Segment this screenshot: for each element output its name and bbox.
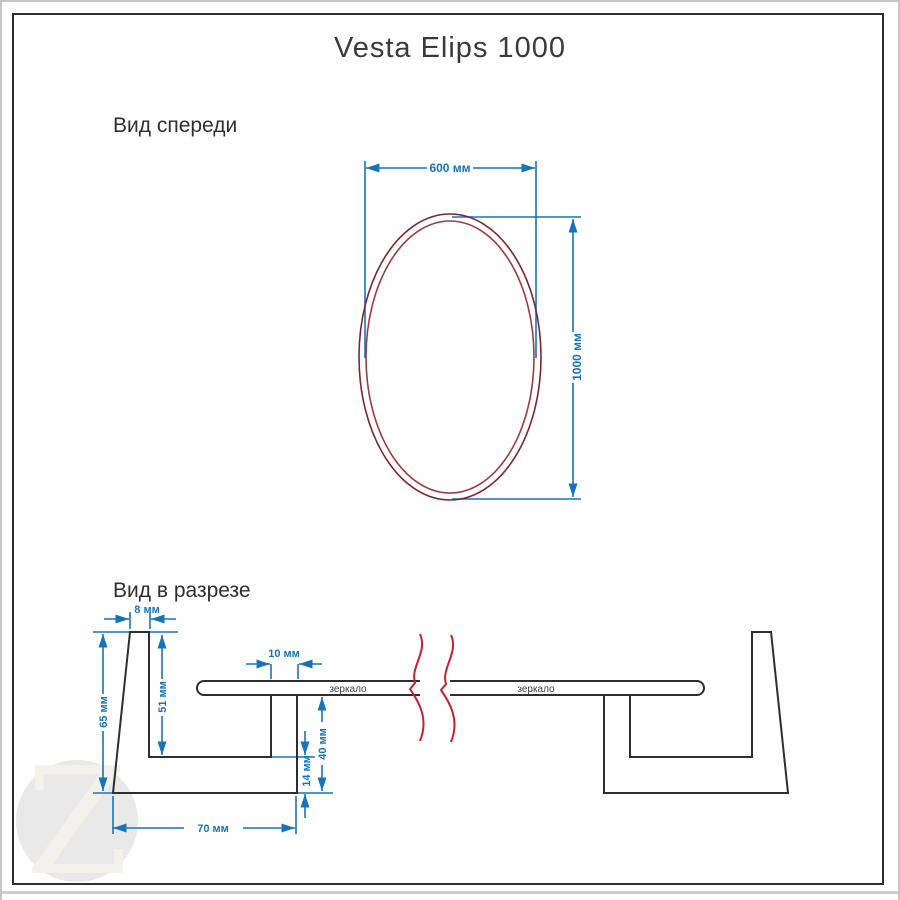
- dim-lip-10: 10 мм: [246, 648, 322, 679]
- dim-text-bottom-thickness: 14 мм: [301, 755, 313, 787]
- dim-wall-65: 65 мм: [93, 634, 112, 794]
- mirror-glass-section: [196, 680, 705, 696]
- dim-text-bottom-width: 70 мм: [197, 823, 229, 835]
- break-marks: [408, 633, 456, 743]
- dim-text-inner-depth: 51 мм: [157, 681, 169, 713]
- break-line-left: [408, 633, 425, 742]
- dim-text-mirror-height: 40 мм: [317, 728, 329, 760]
- product-title: Vesta Elips 1000: [334, 32, 566, 64]
- dim-mirror-40: 40 мм: [298, 697, 333, 794]
- dim-height-1000: 1000 мм: [452, 216, 584, 500]
- dim-text-lip-width: 10 мм: [268, 648, 300, 660]
- dim-bottom-70: 70 мм: [112, 796, 297, 835]
- mirror-label-right: зеркало: [517, 684, 555, 695]
- dim-text-width: 600 мм: [429, 161, 470, 175]
- section-view-drawing: зеркало зеркало: [111, 631, 790, 794]
- dim-inner-51: 51 мм: [157, 635, 169, 755]
- front-view-drawing: [358, 213, 542, 501]
- dim-top-8: 8 мм: [104, 604, 176, 629]
- mirror-ellipse-outer: [358, 213, 542, 501]
- front-view-label: Вид спереди: [113, 114, 237, 137]
- dim-text-top-width: 8 мм: [134, 604, 159, 616]
- mirror-ellipse-inner: [365, 220, 535, 494]
- break-line-right: [439, 634, 456, 743]
- sheet-bottom-edge: [0, 891, 900, 894]
- dim-width-600: 600 мм: [364, 161, 537, 358]
- frame-profile-right: [603, 631, 790, 794]
- watermark: Z: [16, 736, 138, 900]
- dim-bottom-14: 14 мм: [272, 731, 315, 818]
- mirror-label-left: зеркало: [329, 684, 367, 695]
- watermark-circle: [16, 760, 138, 882]
- drawing-border-frame: [12, 13, 884, 885]
- watermark-letter: Z: [26, 736, 129, 900]
- dim-text-height: 1000 мм: [570, 333, 584, 381]
- front-view-dimensions: 600 мм 1000 мм: [364, 161, 584, 500]
- section-view-label: Вид в разрезе: [113, 579, 251, 602]
- dim-text-wall-height: 65 мм: [98, 696, 110, 728]
